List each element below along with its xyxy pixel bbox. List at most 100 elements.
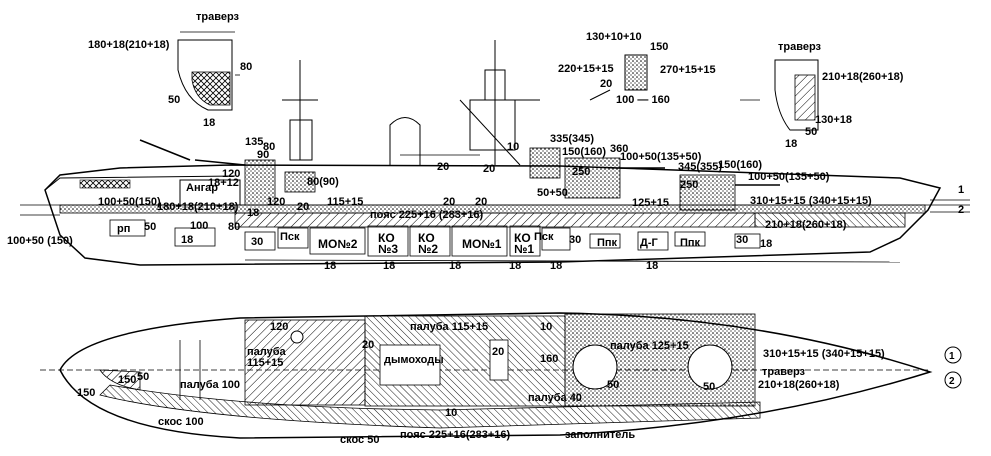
section-inset-aft — [740, 59, 819, 131]
side-view — [20, 31, 970, 266]
plan-label-160: 160 — [540, 353, 558, 365]
label-ppk2: Ппк — [680, 237, 701, 249]
label-keel-18-1: 18 — [324, 260, 336, 272]
label-aft-deck: 310+15+15 (340+15+15) — [750, 195, 872, 207]
plan-view — [40, 312, 962, 439]
plan-label-20b: 20 — [492, 346, 504, 358]
plan-label-50c: 50 — [137, 371, 149, 383]
label-tower-left: 220+15+15 — [558, 63, 614, 75]
plan-label-deck40: палуба 40 — [528, 392, 582, 404]
label-keel-18-3: 18 — [449, 260, 461, 272]
label-d20a: 20 — [437, 161, 449, 173]
label-fwd-50: 50 — [168, 94, 180, 106]
plan-label-10b: 10 — [445, 407, 457, 419]
label-belt: пояс 225+16 (283+16) — [370, 209, 484, 221]
plan-label-traverz: траверз — [762, 366, 806, 378]
label-r50: 50 — [144, 221, 156, 233]
label-aft-belt: 210+18(260+18) — [765, 219, 847, 231]
label-wl2: 2 — [958, 204, 964, 216]
label-120a: 120 — [222, 168, 240, 180]
plan-label-20a: 20 — [362, 339, 374, 351]
label-tower-top: 130+10+10 — [586, 31, 642, 43]
side-labels: траверз 180+18(210+18) 80 50 18 135 90 8… — [7, 11, 964, 272]
label-80a: 80 — [263, 141, 275, 153]
label-d50-50: 50+50 — [537, 187, 568, 199]
plan-label-150: 150 — [77, 387, 95, 399]
plan-label-50a: 50 — [607, 379, 619, 391]
label-tower-right: 270+15+15 — [660, 64, 716, 76]
label-t100a: 100+50(135+50) — [620, 151, 702, 163]
label-b30b: 30 — [736, 234, 748, 246]
label-keel-18-6: 18 — [646, 260, 658, 272]
plan-label-deck125: палуба 125+15 — [610, 340, 689, 352]
plan-label-150b: 150 — [118, 374, 136, 386]
label-traverz-aft: траверз — [778, 41, 822, 53]
label-r18a: 18 — [181, 234, 193, 246]
label-b18c: 18 — [760, 238, 772, 250]
plan-label-chimney: дымоходы — [384, 354, 444, 366]
main-mast — [282, 60, 318, 161]
plan-label-10a: 10 — [540, 321, 552, 333]
plan-label-skos50: скос 50 — [340, 434, 379, 446]
label-traverz-fwd: траверз — [196, 11, 240, 23]
label-r100: 100 — [190, 220, 208, 232]
label-t345: 345(355) — [678, 161, 722, 173]
plan-label-belt: пояс 225+16(283+16) — [400, 429, 510, 441]
label-hangar: Ангар — [186, 182, 218, 194]
label-psk1: Пск — [280, 231, 300, 243]
label-tower-150: 150 — [650, 41, 668, 53]
aft-turret — [139, 139, 316, 206]
label-135: 135 — [245, 136, 263, 148]
label-d20d: 20 — [475, 196, 487, 208]
label-8090: 80(90) — [307, 176, 339, 188]
fore-tower — [459, 40, 540, 166]
label-psk2: Пск — [534, 231, 554, 243]
plan-label-deck100: палуба 100 — [180, 379, 240, 391]
label-d125: 125+15 — [632, 197, 669, 209]
label-r18b: 18 — [247, 207, 259, 219]
plan-belt — [99, 384, 761, 429]
label-fwd-18: 18 — [203, 117, 215, 129]
label-r30: 30 — [251, 236, 263, 248]
label-r120: 120 — [267, 196, 285, 208]
label-mo2: МО№2 — [318, 237, 358, 251]
label-keel-18-2: 18 — [383, 260, 395, 272]
plan-label-c1: 1 — [949, 351, 955, 362]
label-keel-18-5: 18 — [550, 260, 562, 272]
label-dg: Д-Г — [640, 237, 658, 249]
label-d20e: 20 — [483, 163, 495, 175]
label-fwd-low: 100+50 (150) — [7, 235, 73, 247]
label-aft-section: 210+18(260+18) — [822, 71, 904, 83]
label-tower-bot: 100 — 160 — [616, 94, 670, 106]
belt-band — [234, 212, 756, 228]
label-t250b: 250 — [680, 179, 698, 191]
plan-label-120: 120 — [270, 321, 288, 333]
label-d20c: 20 — [443, 196, 455, 208]
compartments — [109, 219, 901, 263]
hangar-block — [179, 179, 241, 206]
forward-turrets — [529, 147, 780, 211]
hull-outline — [44, 164, 942, 266]
label-mo1: МО№1 — [462, 237, 502, 251]
label-t100b: 100+50(135+50) — [748, 171, 830, 183]
plan-deck-aft — [244, 319, 366, 406]
label-t150a: 150(160) — [562, 146, 606, 158]
label-aft-130: 130+18 — [815, 114, 852, 126]
label-keel-18-4: 18 — [509, 260, 521, 272]
label-ppk1: Ппк — [597, 237, 618, 249]
label-rp: рп — [117, 223, 130, 235]
label-wl1: 1 — [958, 184, 964, 196]
funnel — [389, 117, 421, 165]
label-aft-50: 50 — [805, 126, 817, 138]
label-aft-18: 18 — [785, 138, 797, 150]
label-d115: 115+15 — [327, 196, 363, 208]
plan-label-deck115: палуба 115+15 — [410, 321, 488, 333]
label-tower-20: 20 — [600, 78, 612, 90]
label-t335: 335(345) — [550, 133, 594, 145]
label-90: 90 — [257, 149, 269, 161]
